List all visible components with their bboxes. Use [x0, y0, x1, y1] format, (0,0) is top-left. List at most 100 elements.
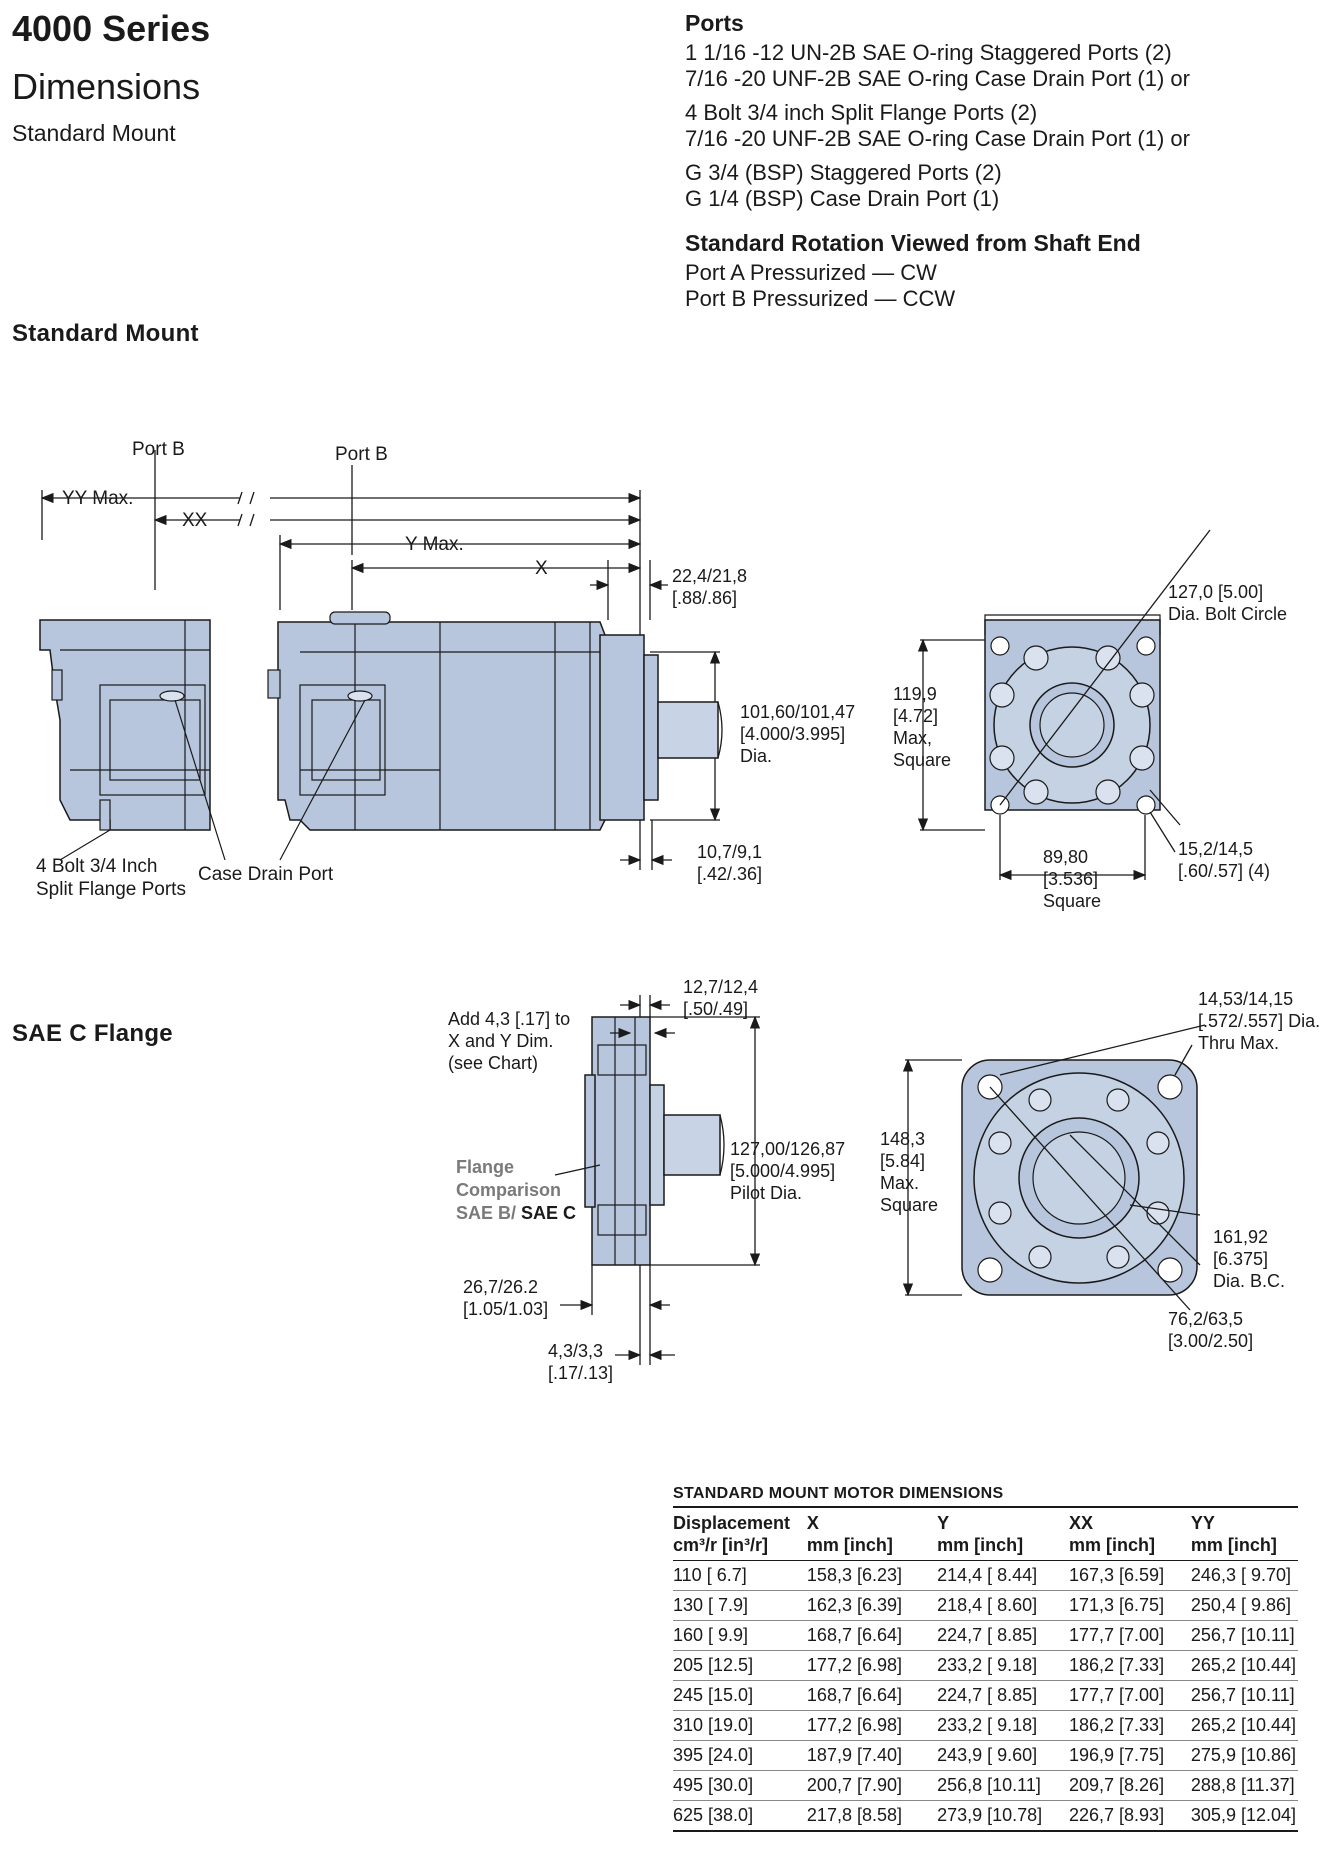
- yy-max-label: YY Max.: [62, 488, 133, 509]
- dim-label: [1.05/1.03]: [463, 1299, 548, 1319]
- table-cell: 158,3 [6.23]: [806, 1560, 938, 1591]
- table-cell: 130 [ 7.9]: [673, 1590, 807, 1621]
- dim-label: Dia. Bolt Circle: [1168, 604, 1287, 624]
- table-cell: 187,9 [7.40]: [806, 1740, 938, 1771]
- dim-label: 119,9: [893, 684, 937, 704]
- table-cell: 177,2 [6.98]: [806, 1710, 938, 1741]
- table-cell: 233,2 [ 9.18]: [937, 1710, 1069, 1741]
- table-cell: 288,8 [11.37]: [1190, 1770, 1298, 1801]
- table-row: 110 [ 6.7]158,3 [6.23]214,4 [ 8.44]167,3…: [673, 1560, 1298, 1591]
- case-drain-label: Case Drain Port: [198, 864, 334, 885]
- dim-label: 148,3: [880, 1129, 925, 1149]
- dim-label: Square: [1043, 891, 1101, 911]
- dim-label: [6.375]: [1213, 1249, 1268, 1269]
- ports-section: Ports 1 1/16 -12 UN-2B SAE O-ring Stagge…: [685, 10, 1190, 312]
- table-row: 160 [ 9.9]168,7 [6.64]224,7 [ 8.85]177,7…: [673, 1620, 1298, 1651]
- table-cell: 395 [24.0]: [673, 1740, 807, 1771]
- flange-comparison-label: Flange: [456, 1157, 514, 1177]
- table-cell: 177,7 [7.00]: [1068, 1680, 1191, 1711]
- page-title: Dimensions: [12, 66, 201, 107]
- table-cell: 177,7 [7.00]: [1068, 1620, 1191, 1651]
- dim-label: Max,: [893, 728, 932, 748]
- table-cell: 224,7 [ 8.85]: [937, 1680, 1069, 1711]
- dim-label: [3.536]: [1043, 869, 1098, 889]
- dim-label: 4,3/3,3: [548, 1341, 603, 1361]
- dim-label: 14,53/14,15: [1198, 989, 1293, 1009]
- section-sae-c-flange: SAE C Flange: [12, 1020, 173, 1047]
- table-cell: 186,2 [7.33]: [1068, 1710, 1191, 1741]
- dim-label: 101,60/101,47: [740, 702, 855, 722]
- ports-line: 7/16 -20 UNF-2B SAE O-ring Case Drain Po…: [685, 126, 1190, 151]
- table-cell: 256,7 [10.11]: [1190, 1620, 1298, 1651]
- rotation-heading: Standard Rotation Viewed from Shaft End: [685, 230, 1141, 256]
- table-cell: 265,2 [10.44]: [1190, 1650, 1298, 1681]
- table-cell: 275,9 [10.86]: [1190, 1740, 1298, 1771]
- table-cell: 167,3 [6.59]: [1068, 1560, 1191, 1591]
- dim-label: 10,7/9,1: [697, 842, 762, 862]
- dim-label: 12,7/12,4: [683, 977, 758, 997]
- dim-label: Square: [880, 1195, 938, 1215]
- split-flange-label: 4 Bolt 3/4 Inch: [36, 856, 157, 877]
- dim-label: [.17/.13]: [548, 1363, 613, 1383]
- ports-line: G 1/4 (BSP) Case Drain Port (1): [685, 186, 1000, 211]
- dim-label: Dia.: [740, 746, 772, 766]
- table-cell: 205 [12.5]: [673, 1650, 807, 1681]
- dim-label: Thru Max.: [1198, 1033, 1279, 1053]
- table-cell: 625 [38.0]: [673, 1800, 807, 1832]
- table-row: 495 [30.0]200,7 [7.90]256,8 [10.11]209,7…: [673, 1770, 1298, 1801]
- table-cell: 495 [30.0]: [673, 1770, 807, 1801]
- dim-label: 89,80: [1043, 847, 1088, 867]
- add-note: Add 4,3 [.17] to: [448, 1009, 570, 1029]
- motor-dimensions-table: STANDARD MOUNT MOTOR DIMENSIONS Displace…: [673, 1485, 1298, 1832]
- y-max-label: Y Max.: [405, 534, 464, 555]
- table-cell: 171,3 [6.75]: [1068, 1590, 1191, 1621]
- dim-label: Max.: [880, 1173, 919, 1193]
- table-cell: 310 [19.0]: [673, 1710, 807, 1741]
- dim-label: 127,0 [5.00]: [1168, 582, 1263, 602]
- dim-label: Square: [893, 750, 951, 770]
- table-cell: 177,2 [6.98]: [806, 1650, 938, 1681]
- table-cell: 110 [ 6.7]: [673, 1560, 807, 1591]
- ports-line: 7/16 -20 UNF-2B SAE O-ring Case Drain Po…: [685, 66, 1190, 91]
- table-cell: 250,4 [ 9.86]: [1190, 1590, 1298, 1621]
- table-cell: 196,9 [7.75]: [1068, 1740, 1191, 1771]
- dim-label: [4.72]: [893, 706, 938, 726]
- table-row: 625 [38.0]217,8 [8.58]273,9 [10.78]226,7…: [673, 1800, 1298, 1832]
- dim-label: 15,2/14,5: [1178, 839, 1253, 859]
- table-cell: 273,9 [10.78]: [937, 1800, 1069, 1832]
- table-cell: 214,4 [ 8.44]: [937, 1560, 1069, 1591]
- table-cell: 246,3 [ 9.70]: [1190, 1560, 1298, 1591]
- port-b-left-label: Port B: [132, 439, 185, 460]
- dim-label: [.42/.36]: [697, 864, 762, 884]
- table-row: 310 [19.0]177,2 [6.98]233,2 [ 9.18]186,2…: [673, 1710, 1298, 1741]
- dim-label: [4.000/3.995]: [740, 724, 845, 744]
- dim-label: 22,4/21,8: [672, 566, 747, 586]
- dim-label: [.50/.49]: [683, 999, 748, 1019]
- table-cell: 200,7 [7.90]: [806, 1770, 938, 1801]
- table-cell: 186,2 [7.33]: [1068, 1650, 1191, 1681]
- dim-label: Pilot Dia.: [730, 1183, 802, 1203]
- table-cell: 217,8 [8.58]: [806, 1800, 938, 1832]
- dim-label: [5.000/4.995]: [730, 1161, 835, 1181]
- table-cell: 160 [ 9.9]: [673, 1620, 807, 1651]
- dim-label: Dia. B.C.: [1213, 1271, 1285, 1291]
- dim-label: 76,2/63,5: [1168, 1309, 1243, 1329]
- x-label: X: [535, 558, 548, 579]
- flange-comparison-sae-c: SAE C: [521, 1203, 576, 1223]
- table-row: 205 [12.5]177,2 [6.98]233,2 [ 9.18]186,2…: [673, 1650, 1298, 1681]
- standard-mount-diagram: Port B Port B YY Max. XX Y Max. X 22,4/2…: [36, 439, 1287, 911]
- dim-label: [5.84]: [880, 1151, 925, 1171]
- page-subtitle: Standard Mount: [12, 120, 176, 146]
- add-note: X and Y Dim.: [448, 1031, 553, 1051]
- table-cell: 226,7 [8.93]: [1068, 1800, 1191, 1832]
- section-standard-mount: Standard Mount: [12, 320, 199, 347]
- ports-line: 4 Bolt 3/4 inch Split Flange Ports (2): [685, 100, 1038, 125]
- dim-label: 26,7/26.2: [463, 1277, 538, 1297]
- table-row: 245 [15.0]168,7 [6.64]224,7 [ 8.85]177,7…: [673, 1680, 1298, 1711]
- table-cell: 256,7 [10.11]: [1190, 1680, 1298, 1711]
